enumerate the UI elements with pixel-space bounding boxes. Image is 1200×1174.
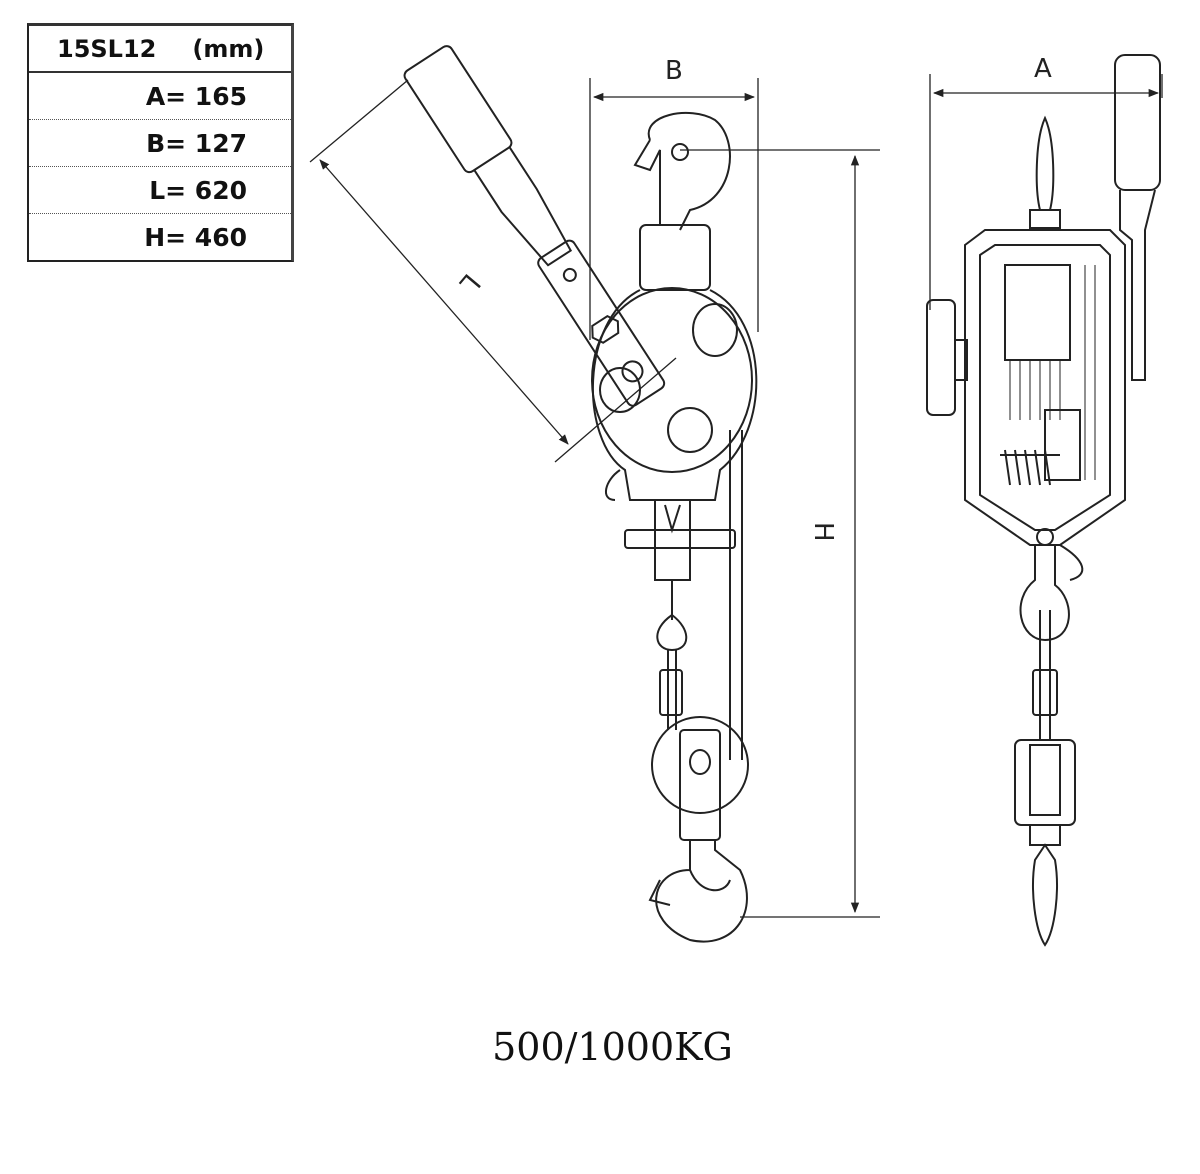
spec-table-header: 15SL12 (mm) — [29, 26, 291, 73]
dimension-h — [680, 149, 880, 918]
dim-label-b: B — [665, 56, 683, 86]
capacity-label: 500/1000KG — [492, 1025, 733, 1069]
spec-row-a: A= 165 — [29, 73, 291, 120]
dim-label-l: L — [453, 268, 486, 299]
hoist-side-view — [403, 45, 758, 943]
dim-label-a: A — [1034, 54, 1052, 84]
dim-label-h: H — [808, 522, 838, 542]
model-name: 15SL12 — [57, 34, 157, 63]
unit-label: (mm) — [192, 34, 265, 63]
spec-row-b: B= 127 — [29, 120, 291, 167]
spec-table: 15SL12 (mm) A= 165 B= 127 L= 620 H= 460 — [27, 23, 294, 262]
dimension-b — [589, 78, 759, 340]
dimension-a — [929, 74, 1163, 310]
dimension-l — [309, 79, 677, 463]
hoist-front-view — [926, 54, 1161, 947]
spec-row-h: H= 460 — [144, 222, 247, 252]
spec-row-l: L= 620 — [29, 167, 291, 214]
